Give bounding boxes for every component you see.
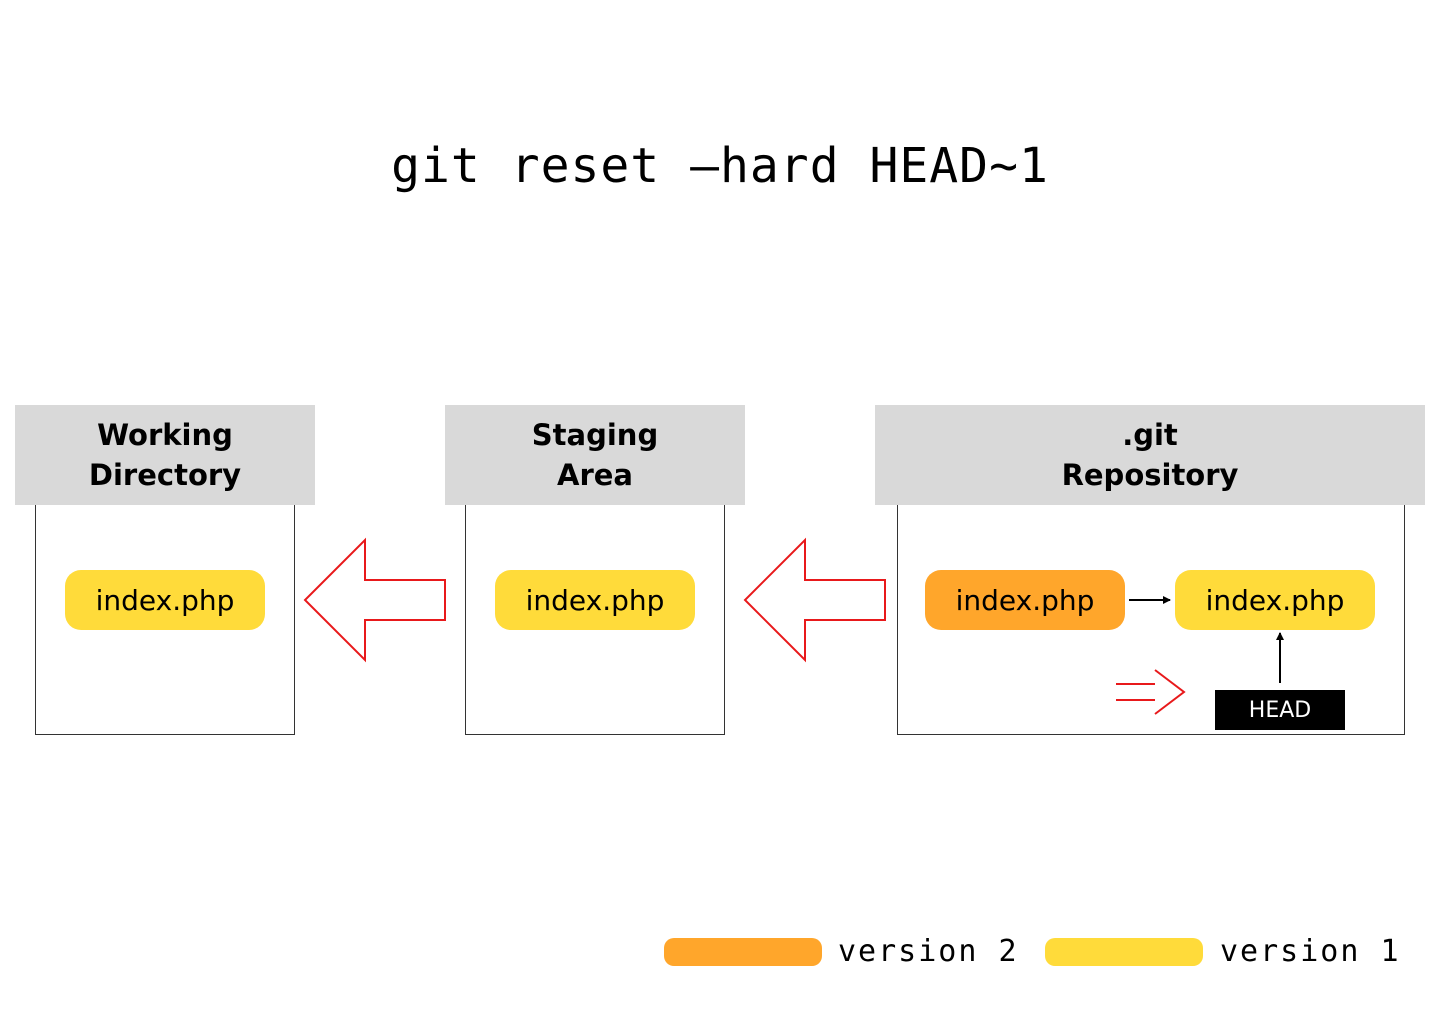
staging-area-file-chip: index.php	[495, 570, 695, 630]
git-repository-label-line1: .git	[1122, 418, 1178, 452]
head-label-text: HEAD	[1248, 697, 1312, 723]
repo-version2-file-chip: index.php	[925, 570, 1125, 630]
staging-area-file-label: index.php	[525, 583, 665, 617]
working-directory-label-line2: Directory	[88, 458, 242, 492]
staging-area-header: Staging Area	[445, 405, 745, 505]
staging-area-label-line2: Area	[557, 458, 633, 492]
git-repository-header: .git Repository	[875, 405, 1425, 505]
legend-version1-label: version 1	[1220, 934, 1401, 969]
working-directory-header: Working Directory	[15, 405, 315, 505]
reset-arrow-to-staging-area-icon	[743, 537, 886, 663]
working-directory-file-label: index.php	[95, 583, 235, 617]
repo-version1-file-chip: index.php	[1175, 570, 1375, 630]
reset-arrow-to-working-directory-icon	[303, 537, 446, 663]
staging-area-label-line1: Staging	[531, 418, 659, 452]
repo-version2-file-label: index.php	[955, 583, 1095, 617]
working-directory-label-line1: Working	[97, 418, 233, 452]
legend-version2-swatch	[664, 938, 822, 966]
repo-version1-file-label: index.php	[1205, 583, 1345, 617]
working-directory-file-chip: index.php	[65, 570, 265, 630]
head-moved-arrow-icon	[1116, 669, 1186, 715]
legend-version1-swatch	[1045, 938, 1203, 966]
head-pointer-label: HEAD	[1215, 690, 1345, 730]
legend-version2-label: version 2	[838, 934, 1019, 969]
git-repository-label-line2: Repository	[1061, 458, 1239, 492]
diagram-title: git reset —hard HEAD~1	[391, 138, 1049, 194]
